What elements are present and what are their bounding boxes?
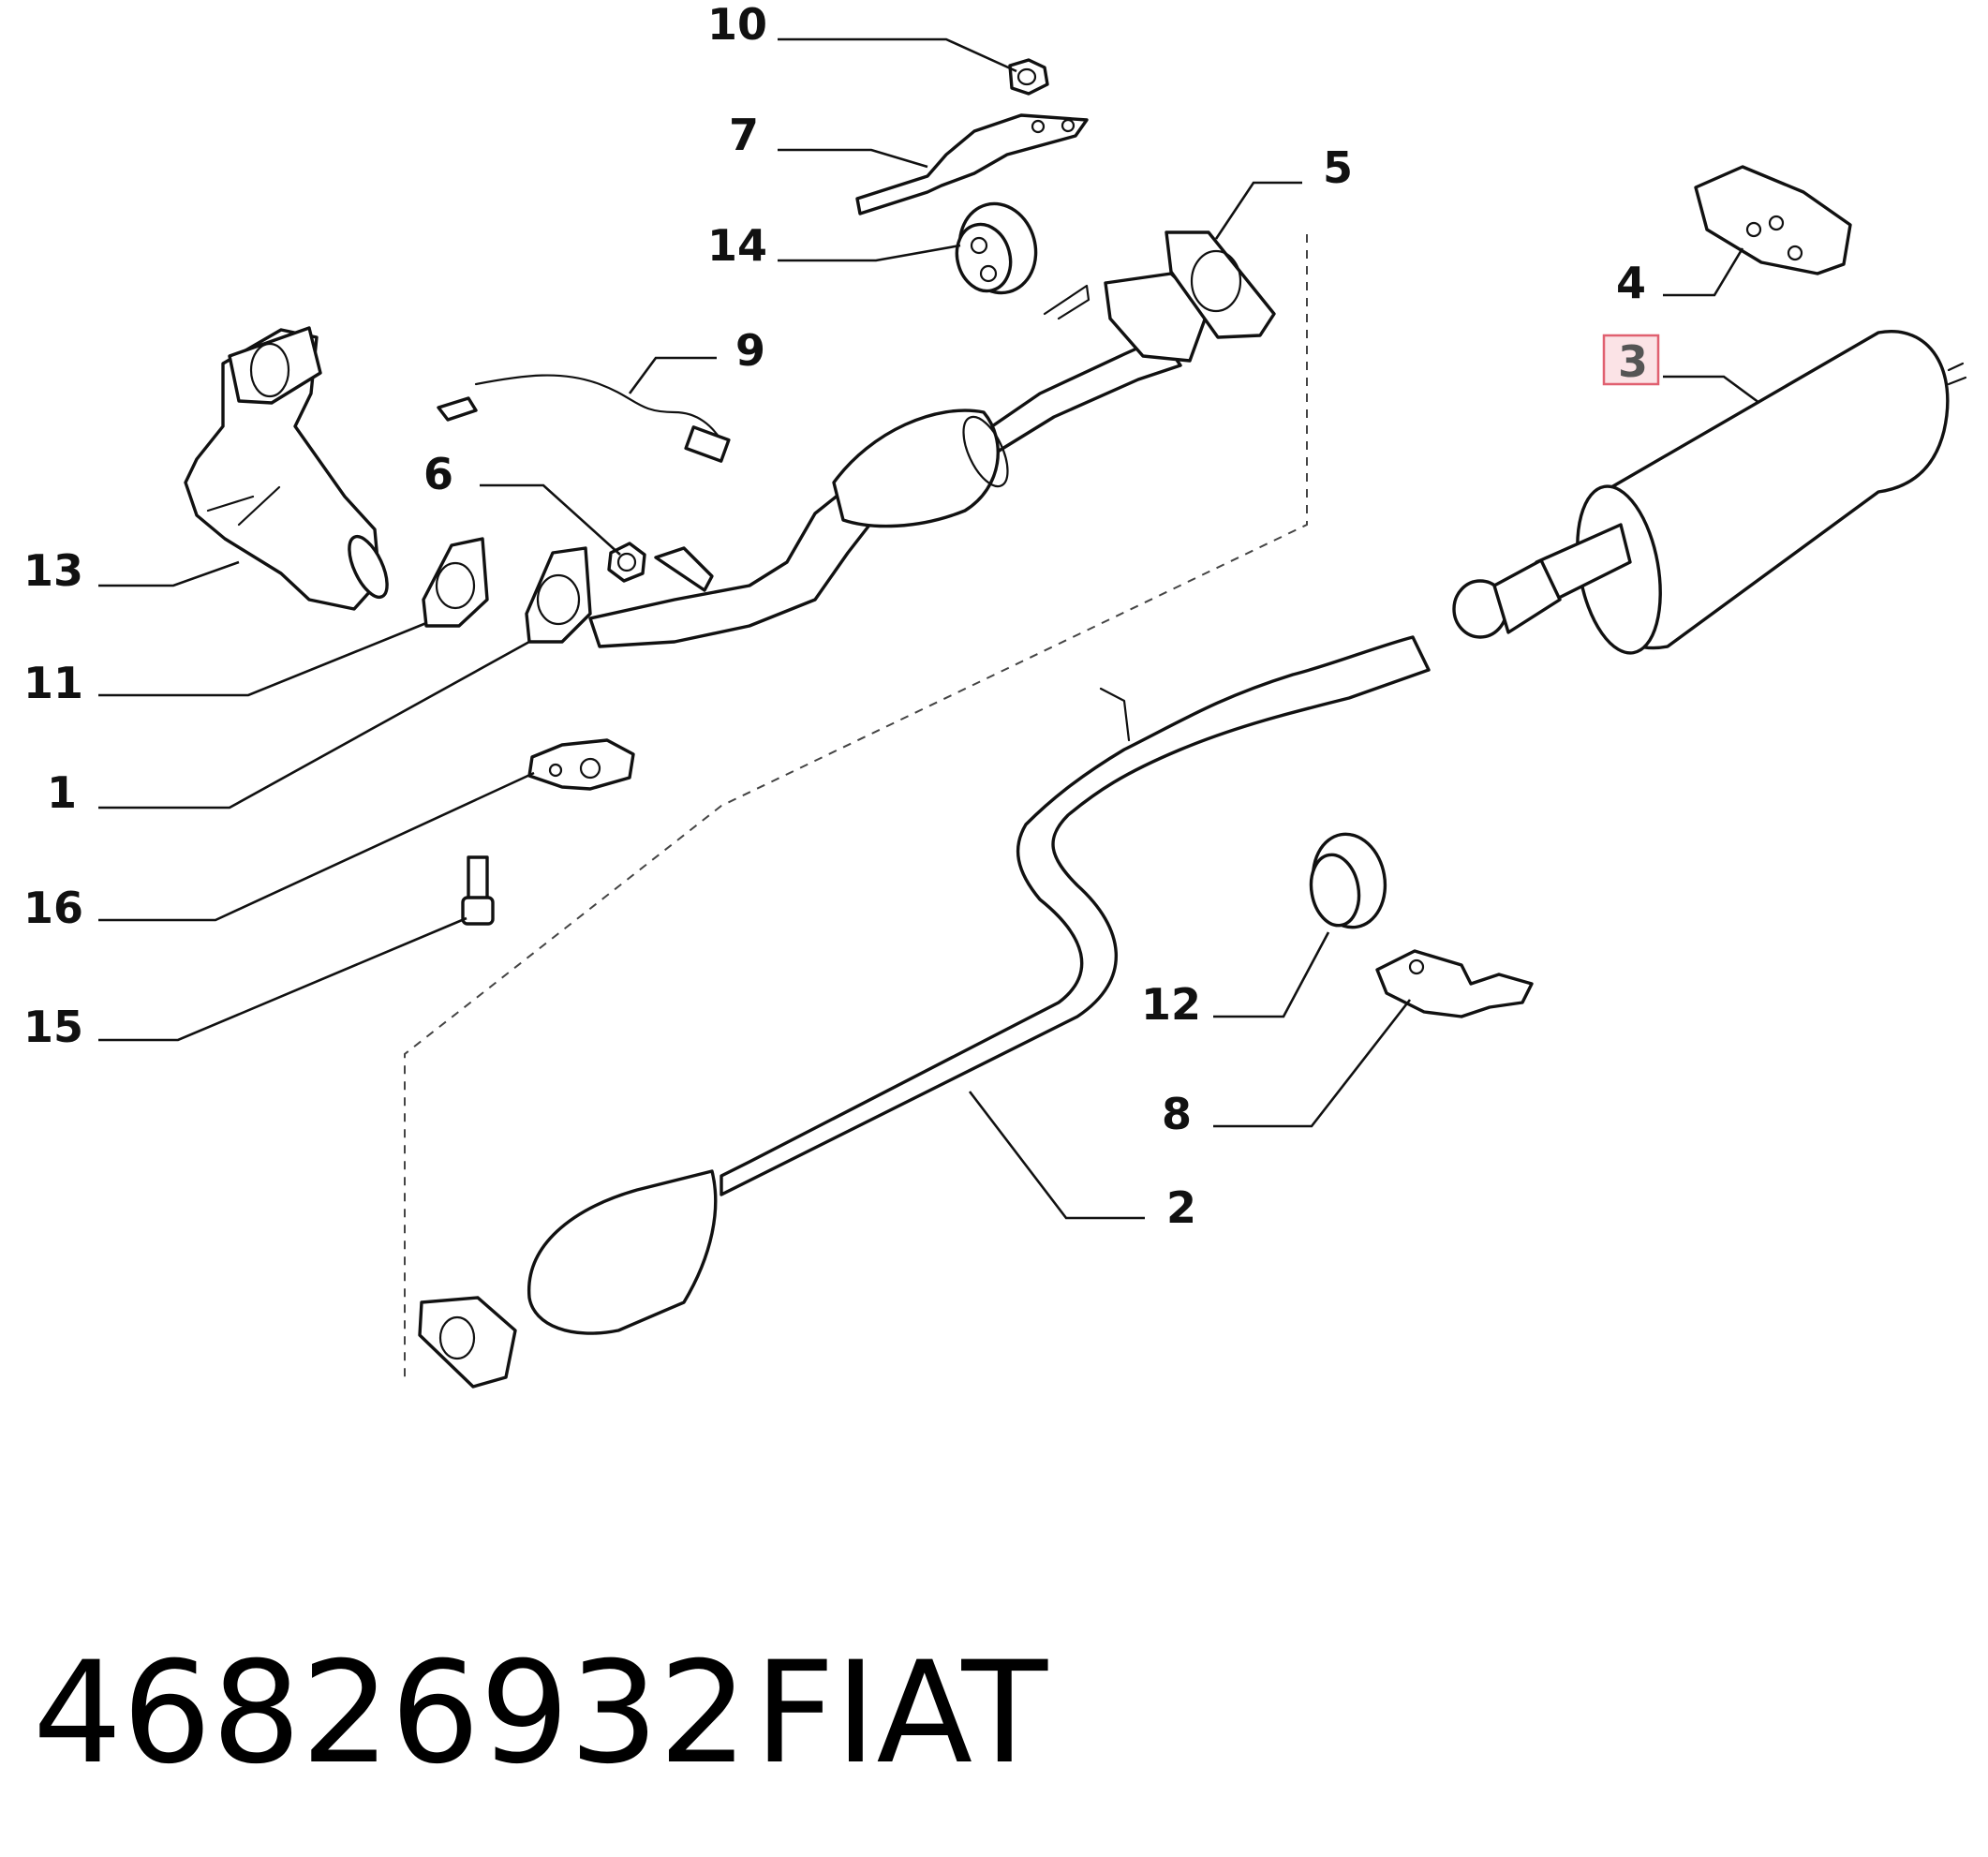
rubber-mount-14	[955, 201, 1038, 295]
callout-14: 14	[707, 220, 767, 271]
bracket-7	[855, 113, 1089, 215]
part-number: 46826932	[33, 1632, 748, 1795]
callout-3: 3	[1618, 336, 1648, 387]
callout-15: 15	[23, 1002, 83, 1052]
callout-10: 10	[707, 0, 767, 50]
callout-5: 5	[1323, 142, 1353, 193]
callout-13: 13	[23, 545, 83, 596]
rubber-mount-12	[1309, 832, 1387, 929]
nut-10	[1008, 58, 1049, 96]
callout-12: 12	[1141, 979, 1201, 1030]
hanger-bracket-8	[1375, 949, 1534, 1018]
assembly-outline	[404, 234, 1308, 1377]
callout-3-highlight	[1602, 334, 1660, 386]
callout-8: 8	[1162, 1089, 1192, 1139]
leader-lines	[98, 37, 1760, 1220]
rear-muffler-3	[1452, 330, 1967, 655]
callout-2: 2	[1166, 1182, 1196, 1233]
gasket-1	[525, 546, 592, 644]
callout-7: 7	[729, 110, 759, 160]
bolt-15	[461, 855, 495, 926]
flange-gasket-5	[1165, 230, 1276, 339]
intermediate-pipe-2	[418, 635, 1431, 1389]
front-pipe-upper	[588, 272, 1210, 648]
gasket-11	[422, 537, 489, 628]
callout-1: 1	[47, 767, 77, 818]
callout-9: 9	[735, 325, 765, 376]
callout-11: 11	[23, 658, 83, 708]
callout-6: 6	[423, 449, 453, 499]
exhaust-manifold	[184, 326, 389, 611]
callout-labels: 10 7 14 5 9 6 13 11 1 16 15 4 3 12 8 2	[23, 0, 1648, 1233]
rubber-mount-4	[1694, 165, 1852, 275]
brand-name: FIAT	[754, 1632, 1048, 1795]
lambda-sensor-9	[437, 374, 731, 463]
callout-16: 16	[23, 883, 83, 933]
callout-4: 4	[1616, 258, 1646, 308]
